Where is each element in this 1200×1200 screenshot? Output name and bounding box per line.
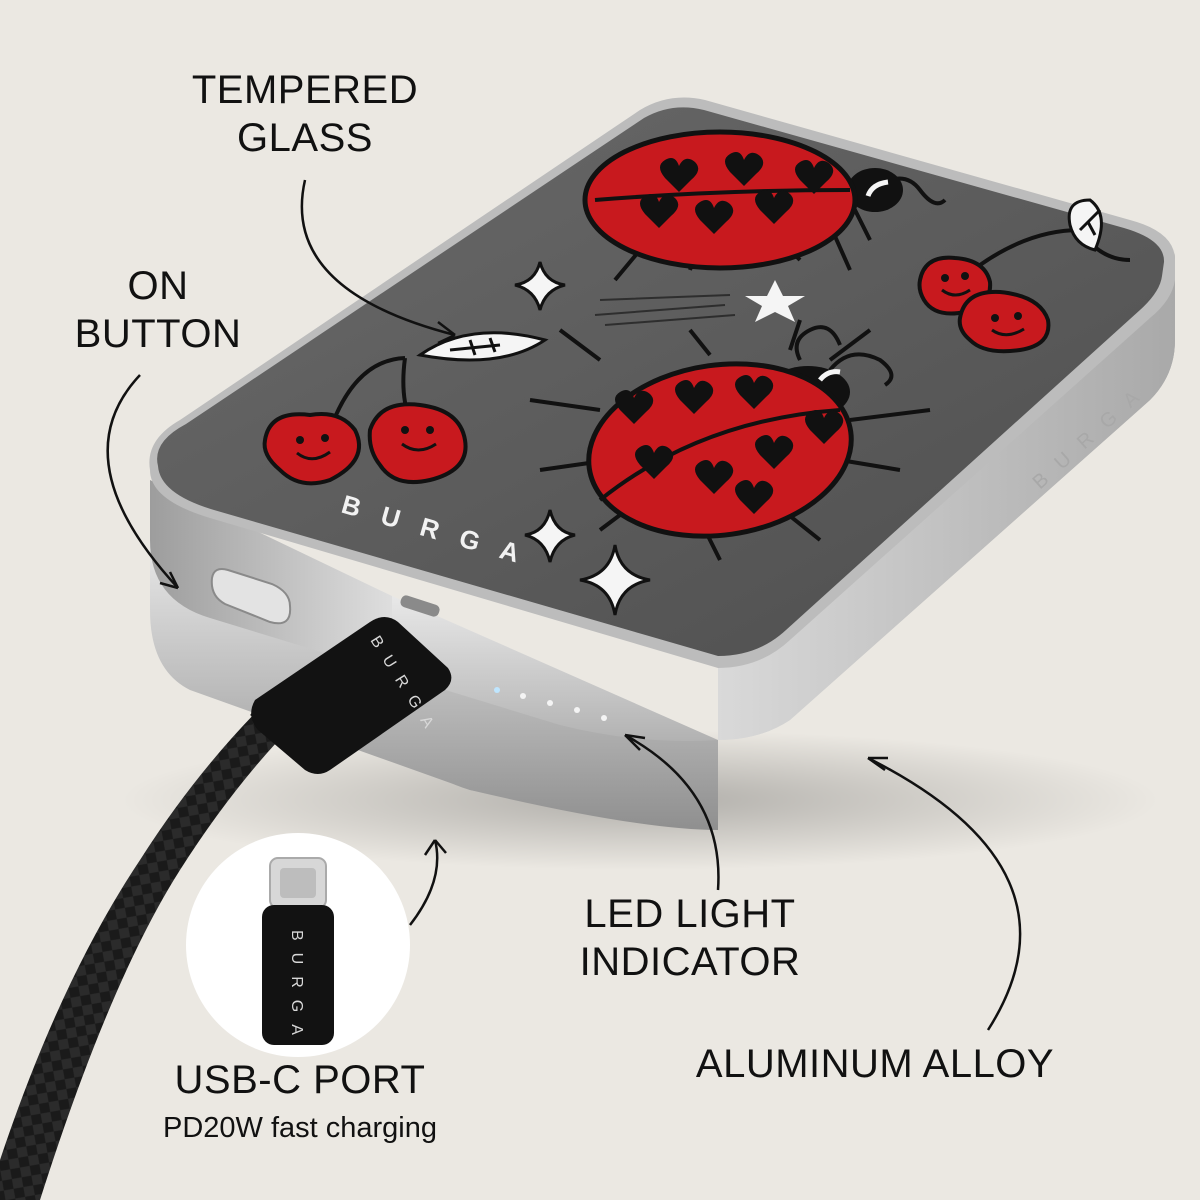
on-button-label: ON BUTTON <box>58 262 258 358</box>
usb-c-port-label: USB-C PORT <box>150 1056 450 1104</box>
sparkle-icon <box>524 509 576 563</box>
tempered-glass-label-line1: TEMPERED <box>191 68 419 112</box>
aluminum-arrow <box>867 756 1022 1031</box>
arrow-head-icon <box>867 756 888 772</box>
arrow-head-icon <box>159 571 180 590</box>
tempered-glass-label: TEMPERED GLASS <box>180 66 430 162</box>
usb-port-arrow <box>409 839 439 926</box>
sparkle-icon <box>579 544 651 616</box>
sparkle-icon <box>514 261 566 311</box>
aluminum-alloy-label: ALUMINUM ALLOY <box>670 1040 1080 1088</box>
on-button-arrow <box>106 374 179 589</box>
device-left-side <box>150 480 392 676</box>
cherry-icon <box>262 331 549 486</box>
aluminum-alloy-label-text: ALUMINUM ALLOY <box>695 1042 1055 1086</box>
led-indicator <box>494 687 607 721</box>
on-button-label-line2: BUTTON <box>74 312 242 356</box>
cherry-icon <box>917 198 1131 354</box>
tempered-glass-arrow <box>300 179 456 337</box>
star-trail <box>594 294 736 326</box>
on-button[interactable] <box>210 568 292 625</box>
device-right-face <box>718 250 1175 740</box>
usb-c-zoom-circle: BURGA <box>186 833 410 1057</box>
usb-c-plug <box>251 617 452 774</box>
ladybug-icon <box>582 129 947 282</box>
led-indicator-label-line1: LED LIGHT <box>584 892 796 936</box>
led-indicator-label: LED LIGHT INDICATOR <box>560 890 820 986</box>
arrow-head-icon <box>437 321 456 345</box>
device-front-face <box>150 540 718 830</box>
charging-cable <box>0 670 330 1200</box>
arrow-head-icon <box>423 839 447 856</box>
on-button-label-line1: ON <box>127 264 189 308</box>
arrow-head-icon <box>624 733 646 751</box>
tempered-glass-label-line2: GLASS <box>237 116 373 160</box>
usb-c-port[interactable] <box>399 594 441 618</box>
usb-c-port-subtitle: PD20W fast charging <box>162 1112 437 1144</box>
led-arrow <box>624 733 720 891</box>
usb-c-port-label-text: USB-C PORT <box>174 1058 426 1102</box>
led-indicator-label-line2: INDICATOR <box>579 940 801 984</box>
star-icon <box>745 280 805 322</box>
ladybug-icon <box>529 319 931 561</box>
zoom-plug-logo: BURGA <box>288 930 305 1047</box>
